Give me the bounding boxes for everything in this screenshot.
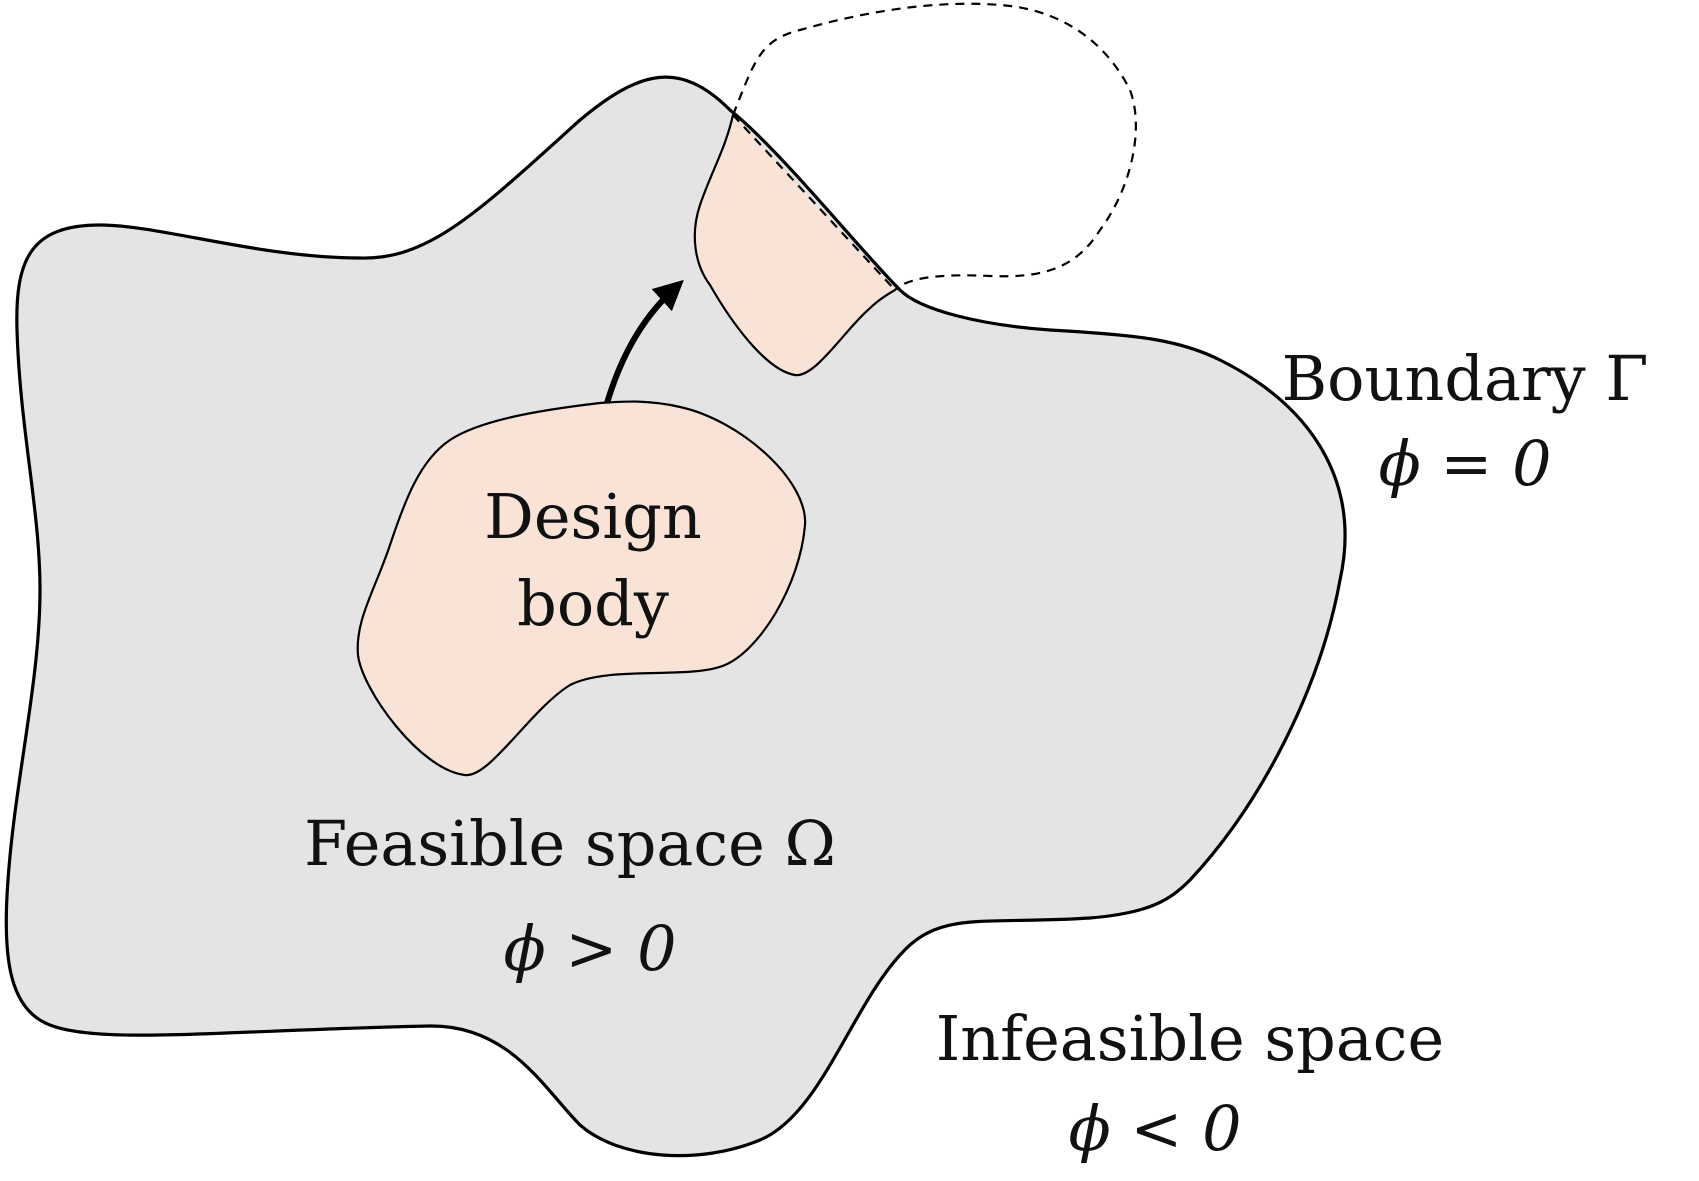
boundary-condition-label: ϕ = 0 <box>1378 427 1551 500</box>
design-body-shifted-outline <box>693 114 896 377</box>
infeasible-condition-label: ϕ < 0 <box>1068 1092 1241 1165</box>
feasible-space-label: Feasible space Ω <box>304 807 836 880</box>
design-body-region <box>356 400 807 777</box>
infeasible-space-label: Infeasible space <box>936 1002 1444 1075</box>
boundary-label: Boundary Γ <box>1282 342 1649 415</box>
motion-arrow <box>604 279 684 404</box>
design-body-shifted-dashed-edge <box>732 114 896 291</box>
feasible-condition-label: ϕ > 0 <box>503 912 676 985</box>
design-body-label-line2: body <box>517 567 669 640</box>
dashed-boundary-outside <box>731 2 1137 291</box>
design-body-label-line1: Design <box>484 480 702 553</box>
design-body-shifted <box>694 115 895 376</box>
